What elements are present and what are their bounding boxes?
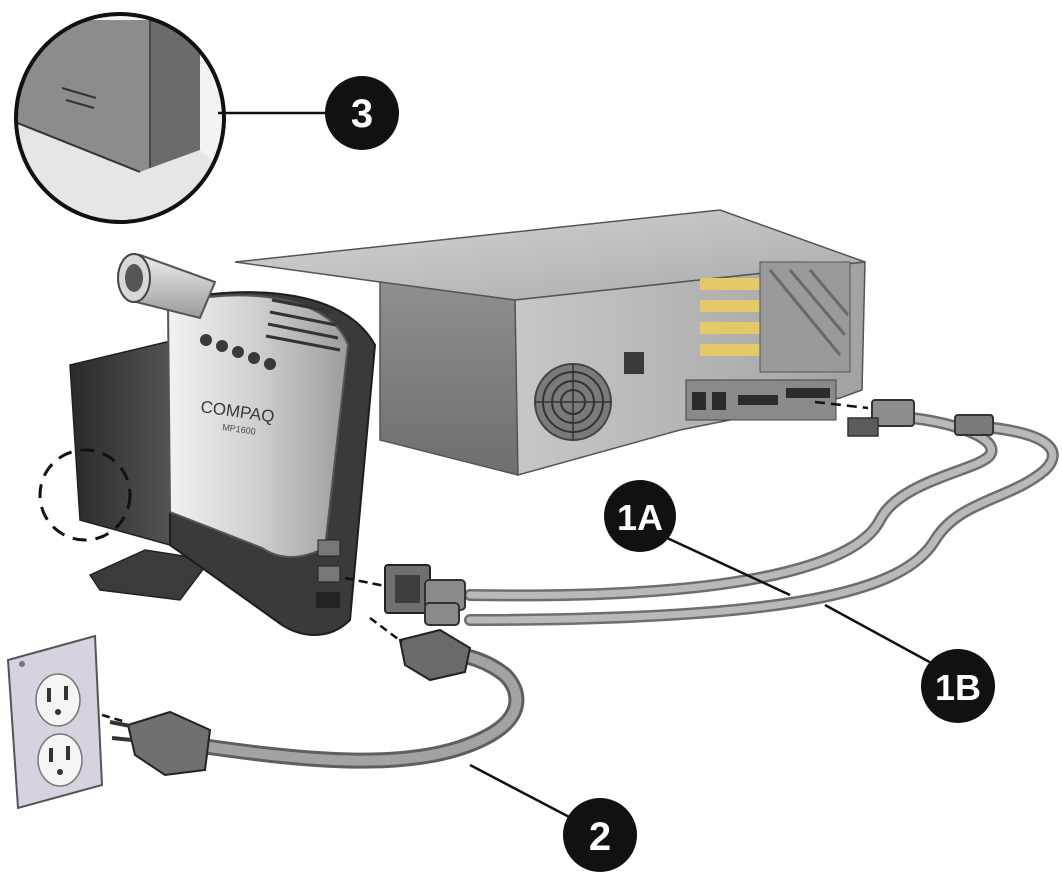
fan-grille: [534, 363, 612, 441]
video-cable-1a: [464, 409, 998, 602]
callout-1a-label: 1A: [617, 497, 663, 538]
callout-1b-label: 1B: [935, 667, 981, 708]
projector: COMPAQ MP1600: [69, 253, 377, 636]
callout-3-label: 3: [351, 92, 373, 136]
reset-location-marker: [38, 448, 132, 542]
projector-vents: [265, 298, 341, 352]
callout-3: 3: [325, 76, 399, 150]
outlet-socket-top: [35, 673, 81, 727]
projector-model: MP1600: [222, 422, 257, 437]
usb-cable-1b: [464, 419, 1059, 626]
usb-connector-computer: [954, 414, 994, 436]
callout-1b: 1B: [921, 649, 995, 723]
projector-control-buttons: [200, 334, 276, 370]
callout-1a: 1A: [604, 480, 676, 552]
leader-line-1b: [824, 603, 936, 667]
power-connector-projector: [369, 617, 472, 682]
port-panel: [685, 379, 837, 421]
desktop-computer: [234, 209, 866, 476]
reset-button-label: [61, 87, 97, 109]
power-plug: [101, 710, 212, 777]
projector-lens: [117, 253, 217, 320]
leader-line-1a: [664, 535, 791, 597]
projector-port-panel: [316, 539, 341, 608]
inset-detail: [14, 12, 226, 224]
callout-2: 2: [563, 798, 637, 872]
outlet-socket-bottom: [37, 733, 83, 787]
vga-connector-computer: [814, 399, 915, 437]
wall-outlet: [6, 634, 104, 810]
power-socket: [624, 352, 644, 374]
callout-2-label: 2: [589, 815, 611, 859]
leader-line-2: [469, 763, 576, 822]
usb-connector-projector: [424, 602, 460, 626]
inset-frame: [14, 12, 226, 224]
expansion-slots: [700, 261, 851, 373]
power-cord: [101, 617, 525, 777]
